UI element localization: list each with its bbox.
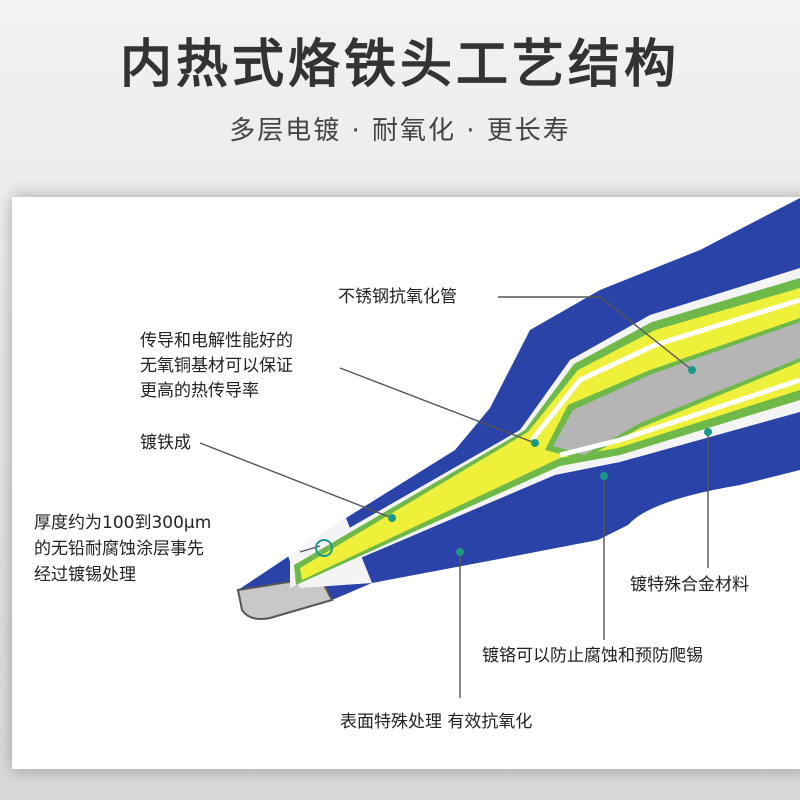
label-chrome-plating: 镀铬可以防止腐蚀和预防爬锡 [482, 646, 703, 666]
marker-coating-ring [315, 539, 333, 557]
marker-alloy [704, 428, 712, 436]
marker-copper [531, 439, 539, 447]
marker-surface [456, 548, 464, 556]
label-coating-line2: 的无铅耐腐蚀涂层事先 [34, 539, 204, 559]
separator-line-lower [559, 377, 800, 458]
page-title: 内热式烙铁头工艺结构 [119, 35, 680, 95]
marker-stainless [688, 366, 696, 374]
label-alloy-plating: 镀特殊合金材料 [630, 575, 749, 595]
page-subtitle: 多层电镀 · 耐氧化 · 更长寿 [229, 116, 571, 146]
label-copper-line1: 传导和电解性能好的 [140, 331, 293, 351]
label-coating-line3: 经过镀锡处理 [34, 565, 136, 585]
stainless-tube [553, 322, 800, 455]
yellow-core [300, 288, 800, 580]
separator-line-upper [530, 297, 800, 442]
outer-shell [238, 198, 800, 600]
label-copper-line2: 无氧铜基材可以保证 [140, 356, 293, 376]
label-coating-line1: 厚度约为100到300μm [34, 513, 212, 533]
leader-copper [339, 367, 536, 444]
marker-iron [388, 514, 396, 522]
marker-chrome [600, 472, 608, 480]
leader-iron [199, 442, 393, 519]
tip-end [236, 575, 334, 620]
label-iron-plating: 镀铁成 [140, 433, 191, 453]
label-surface-treatment: 表面特殊处理 有效抗氧化 [340, 712, 533, 732]
leader-stainless [498, 296, 693, 371]
label-copper-line3: 更高的热传导率 [140, 381, 259, 401]
label-stainless-tube: 不锈钢抗氧化管 [338, 287, 457, 307]
